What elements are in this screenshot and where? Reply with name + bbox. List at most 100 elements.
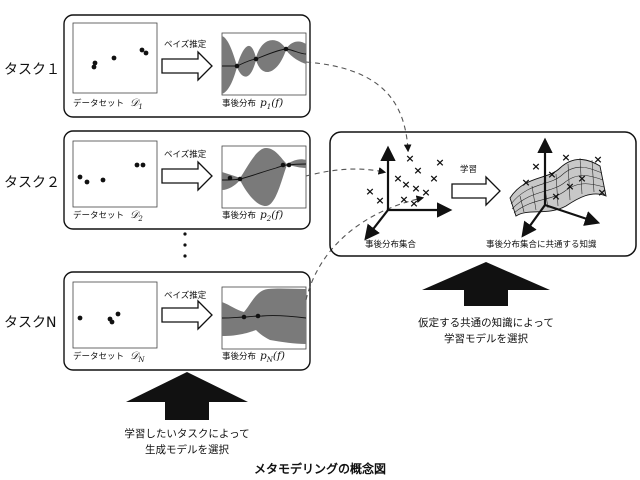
plot-frame <box>72 281 158 349</box>
plot-frame <box>72 22 158 94</box>
sample-marker: × <box>375 194 384 207</box>
confidence-band <box>222 148 306 206</box>
learning-label: 学習 <box>460 164 477 175</box>
sample-marker: × <box>405 152 414 165</box>
data-point <box>140 162 146 168</box>
task-row-2: タスク２ データセット 𝒟2 ベイズ推定 事後分布 p2(f) <box>4 130 311 230</box>
shared-knowledge-surface <box>509 157 607 217</box>
task-label: タスク２ <box>4 175 60 191</box>
surface-grid-line <box>591 159 595 193</box>
learning-arrow <box>451 175 501 207</box>
sample-marker: × <box>435 156 444 169</box>
sample-marker: × <box>413 164 422 177</box>
data-point <box>134 162 140 168</box>
sample-marker: × <box>593 153 602 166</box>
data-point <box>143 50 149 56</box>
bayes-inference-label: ベイズ推定 <box>164 39 207 50</box>
surface-grid-line <box>510 166 603 205</box>
data-point <box>283 46 289 52</box>
axis-x <box>544 203 601 226</box>
data-point <box>91 64 97 70</box>
bayes-inference-arrow <box>161 50 213 82</box>
sample-marker: × <box>409 197 418 210</box>
data-point <box>241 314 247 320</box>
sample-marker: × <box>401 178 410 191</box>
knowledge-selection-arrow <box>422 262 550 306</box>
dataset-symbol: 𝒟1 <box>130 97 143 111</box>
sample-marker: × <box>597 186 606 199</box>
vertical-ellipsis <box>183 232 187 258</box>
axes-3d-left <box>364 145 453 241</box>
surface-grid-line <box>531 185 537 211</box>
posterior-caption: 事後分布 <box>222 351 256 362</box>
task-row-1: タスク１ データセット 𝒟1 ベイズ推定 事後分布 p1(f) <box>4 14 311 118</box>
ellipsis-dot <box>183 243 187 247</box>
sample-marker: × <box>411 182 420 195</box>
data-point <box>280 162 286 168</box>
knowledge-note-line-1: 仮定する共通の知識によって <box>418 316 554 329</box>
data-point <box>139 47 145 53</box>
posterior-caption: 事後分布 <box>222 98 256 109</box>
generative-note-line-2: 生成モデルを選択 <box>145 443 229 456</box>
knowledge-note-line-2: 学習モデルを選択 <box>444 332 528 345</box>
surface-grid-line <box>579 157 583 195</box>
generative-note-line-1: 学習したいタスクによって <box>124 427 249 440</box>
bayes-inference-arrow <box>161 299 213 331</box>
sample-marker: × <box>365 185 374 198</box>
data-point <box>253 56 259 62</box>
plot-frame <box>72 140 158 208</box>
sample-marker: × <box>547 168 556 181</box>
sample-marker: × <box>531 160 540 173</box>
surface-grid-line <box>555 173 559 207</box>
ellipsis-dot <box>183 254 187 258</box>
posterior-plot <box>221 32 307 96</box>
posterior-samples: × × × × × × × × × × × × <box>365 152 444 210</box>
posterior-plot <box>221 286 307 350</box>
figure-title: メタモデリングの概念図 <box>254 461 386 476</box>
data-point <box>115 311 121 317</box>
posterior-symbol: p1(f) <box>260 97 283 111</box>
data-point <box>237 176 243 182</box>
task-panel <box>63 14 311 118</box>
task-label: タスクN <box>4 315 56 331</box>
data-point <box>84 179 90 185</box>
surface-grid-line <box>519 195 525 213</box>
dataset-symbol: 𝒟2 <box>130 209 143 223</box>
surface-grid-line <box>511 175 604 210</box>
bayes-inference-label: ベイズ推定 <box>164 290 207 301</box>
data-point <box>77 315 83 321</box>
surface-samples: × × × × × × × × × <box>521 151 606 203</box>
mean-curve <box>221 163 307 181</box>
sample-marker: × <box>399 193 408 206</box>
posterior-caption: 事後分布 <box>222 210 256 221</box>
dataset-caption: データセット <box>73 210 124 221</box>
task-panel <box>63 271 311 371</box>
sample-marker: × <box>577 172 586 185</box>
shared-knowledge-caption: 事後分布集合に共通する知識 <box>486 239 597 250</box>
data-point <box>109 319 115 325</box>
dataset-plot <box>72 22 158 94</box>
connectors <box>305 61 425 301</box>
data-point <box>100 177 106 183</box>
axis-y <box>364 209 389 241</box>
data-point <box>111 55 117 61</box>
dataset-caption: データセット <box>73 351 124 362</box>
model-selection-arrow <box>126 372 248 420</box>
sample-marker: × <box>421 186 430 199</box>
task-panel <box>63 130 311 230</box>
data-point <box>255 313 261 319</box>
data-point <box>77 174 83 180</box>
sample-marker: × <box>565 180 574 193</box>
dataset-symbol: 𝒟N <box>130 350 145 364</box>
posterior-set-caption: 事後分布集合 <box>365 239 417 250</box>
dataset-plot <box>72 140 158 208</box>
data-point <box>227 175 233 181</box>
data-point <box>286 162 292 168</box>
posterior-plot <box>221 145 307 209</box>
mean-curve <box>221 315 307 319</box>
sample-marker: × <box>561 151 570 164</box>
bayes-inference-arrow <box>161 160 213 192</box>
posterior-set-panel: × × × × × × × × × × × × 学習 <box>329 131 637 257</box>
panel-frame <box>329 131 637 257</box>
